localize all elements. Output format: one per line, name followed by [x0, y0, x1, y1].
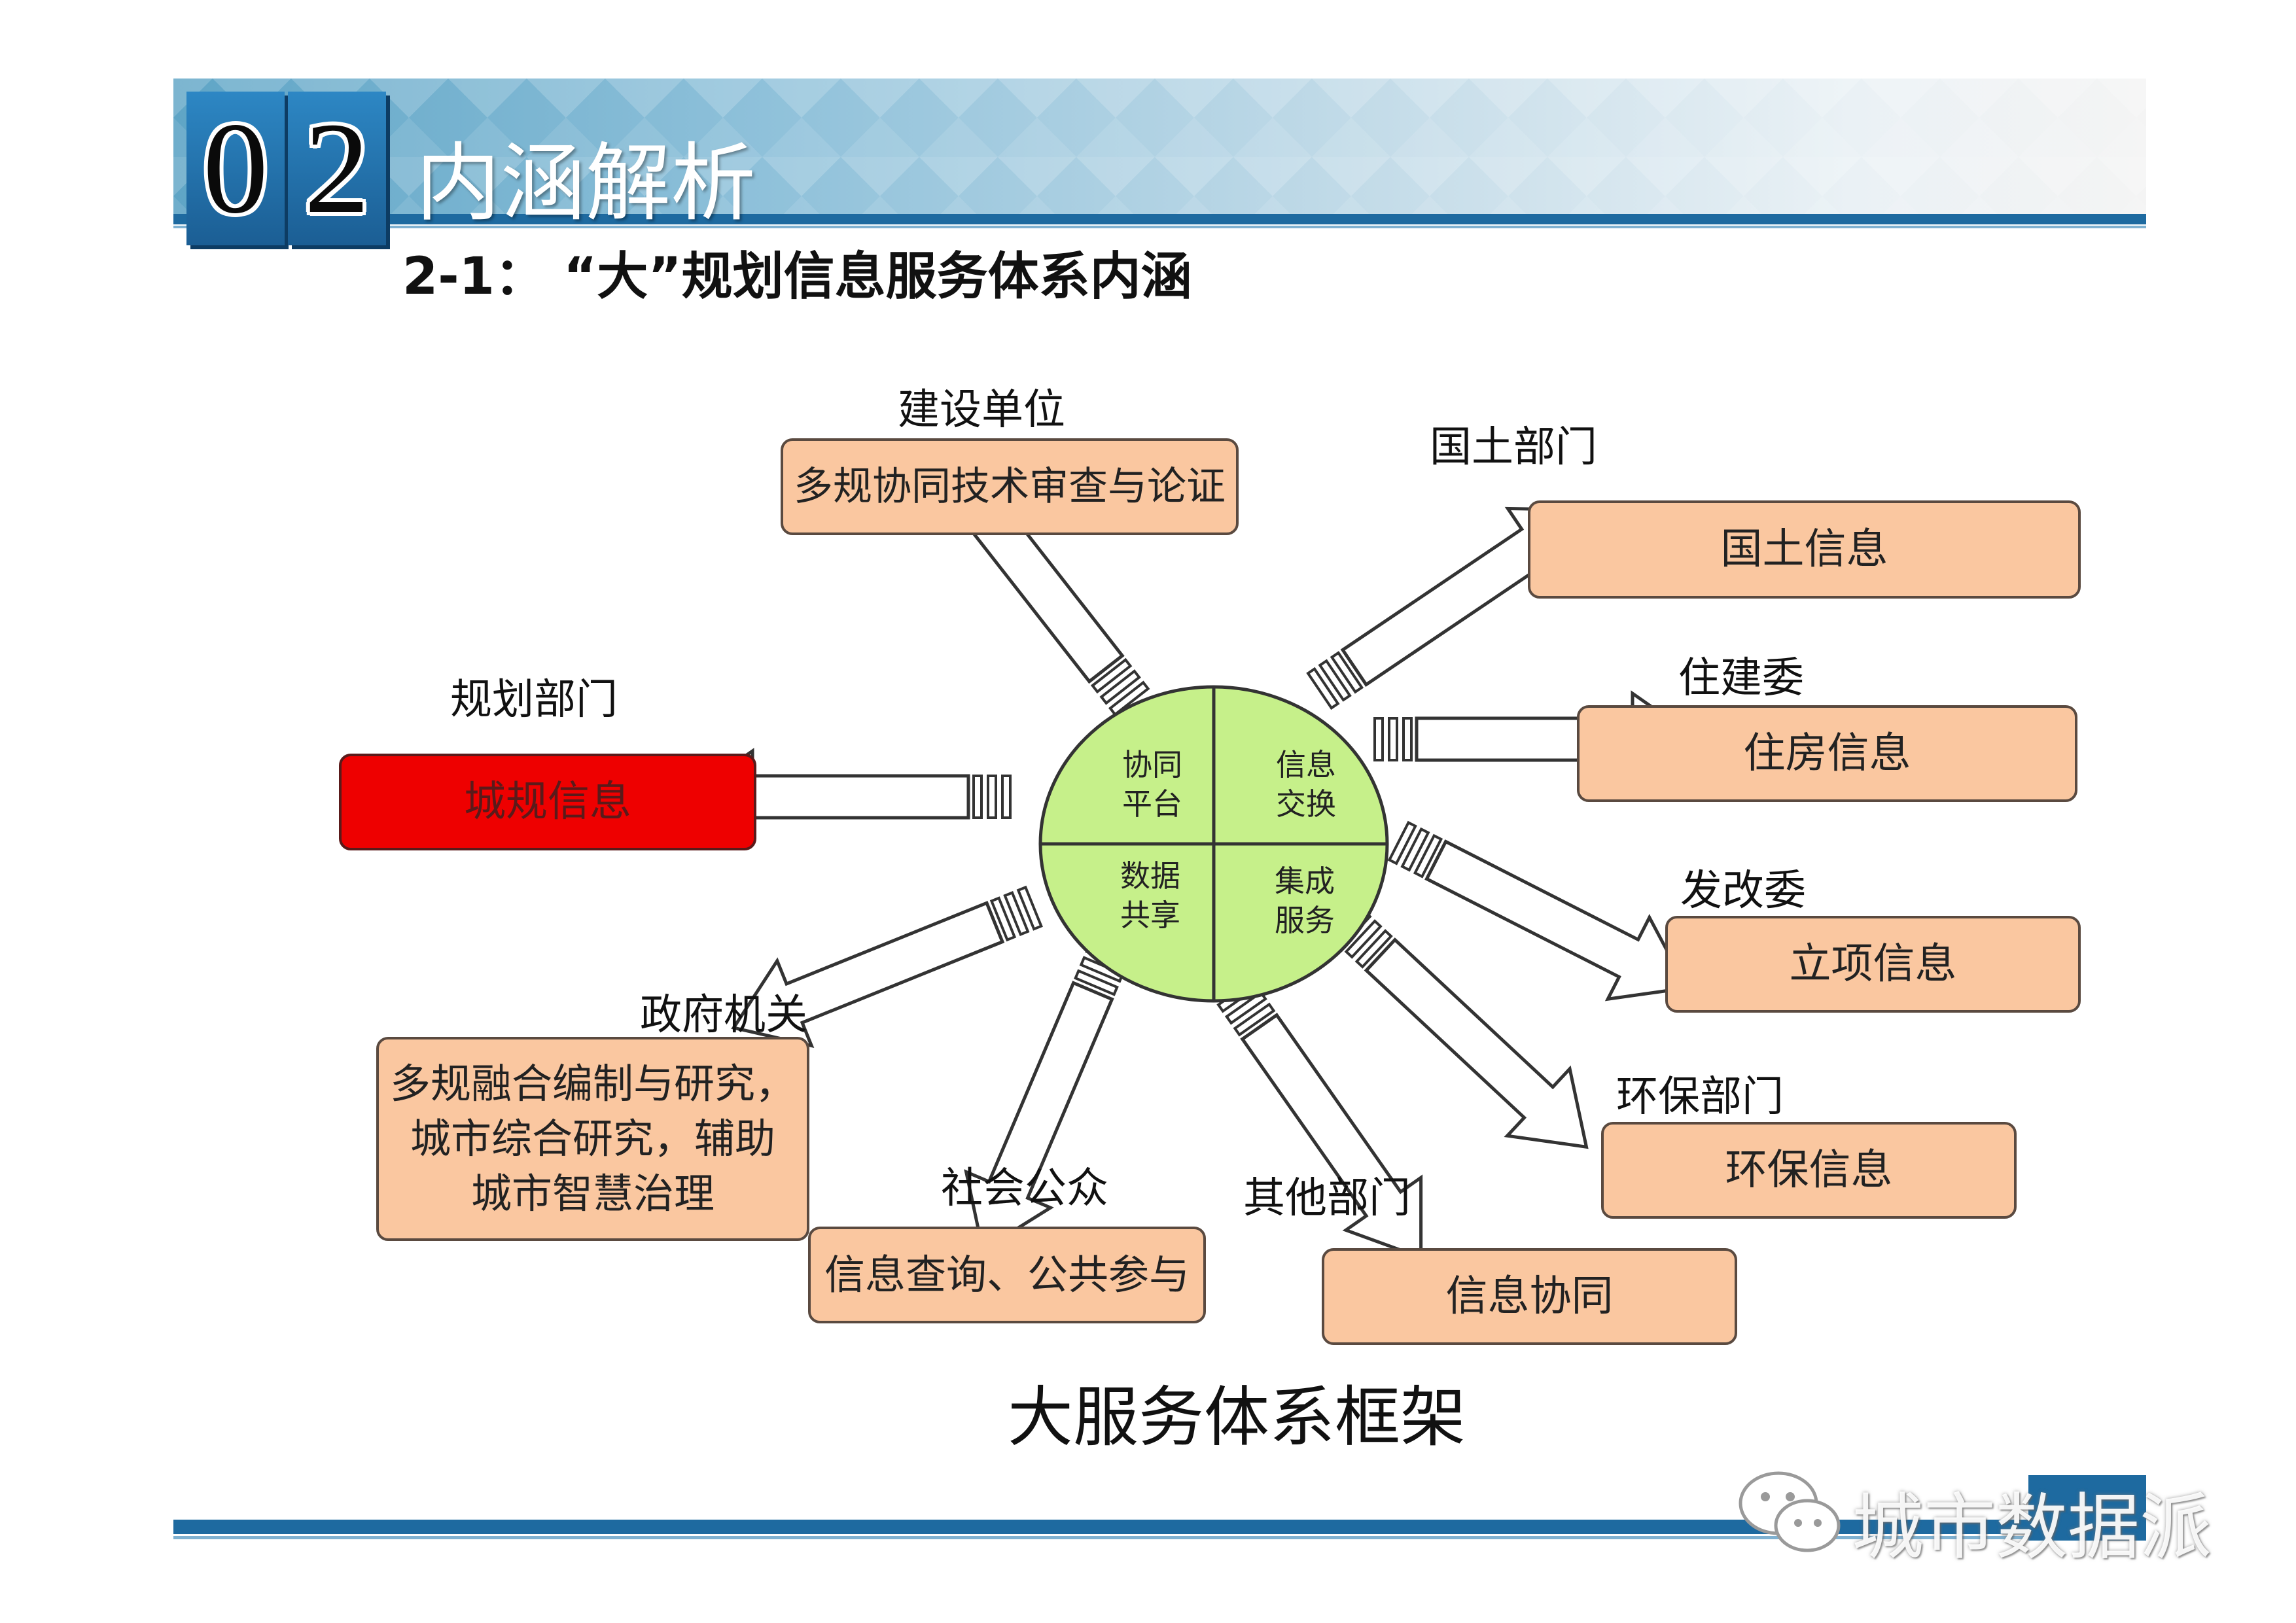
quadrant-collab-platform: 协同平台: [1122, 747, 1182, 822]
label-construction: 建设单位: [898, 386, 1065, 434]
section-number-digit-1: 0: [186, 92, 285, 245]
quadrant-info-exchange: 信息交换: [1276, 747, 1336, 822]
box-development: 立项信息: [1665, 916, 2081, 1013]
arrow-to-public: [941, 935, 1152, 1268]
section-number-digit-2: 2: [288, 92, 386, 245]
section-title: 内涵解析: [415, 133, 756, 233]
footer-rule: [173, 1520, 2146, 1534]
page-subtitle: 2-1： “大”规划信息服务体系内涵: [402, 247, 1192, 306]
quadrant-data-sharing: 数据共享: [1120, 858, 1180, 933]
label-planning: 规划部门: [450, 676, 618, 724]
label-housing: 住建委: [1678, 654, 1804, 703]
banner-pattern: [173, 79, 2146, 216]
box-environment: 环保信息: [1601, 1122, 2017, 1219]
box-land: 国土信息: [1528, 500, 2081, 599]
box-planning: 城规信息: [339, 754, 756, 850]
box-public: 信息查询、公共参与: [808, 1227, 1206, 1323]
label-public: 社会公众: [941, 1164, 1108, 1213]
label-government: 政府机关: [640, 991, 807, 1039]
label-land: 国土部门: [1430, 423, 1597, 472]
label-others: 其他部门: [1243, 1174, 1411, 1223]
header-rule-thin: [173, 226, 2146, 228]
watermark: 城市数据派: [1852, 1486, 2212, 1569]
wechat-icon: [1739, 1471, 1841, 1552]
quadrant-integrated-service: 集成服务: [1275, 864, 1335, 938]
footer-rule-thin: [173, 1536, 2146, 1539]
box-others: 信息协同: [1322, 1248, 1737, 1345]
footer-block: [2028, 1475, 2146, 1541]
header-rule: [173, 214, 2146, 224]
box-housing: 住房信息: [1577, 705, 2077, 802]
label-environment: 环保部门: [1616, 1073, 1784, 1121]
header-banner: [173, 79, 2146, 216]
box-construction: 多规协同技术审查与论证: [781, 438, 1239, 535]
label-development: 发改委: [1680, 867, 1806, 915]
box-government: 多规融合编制与研究， 城市综合研究，辅助 城市智慧治理: [376, 1037, 809, 1241]
center-circle: [1038, 685, 1389, 1003]
diagram-title: 大服务体系框架: [1008, 1379, 1466, 1456]
